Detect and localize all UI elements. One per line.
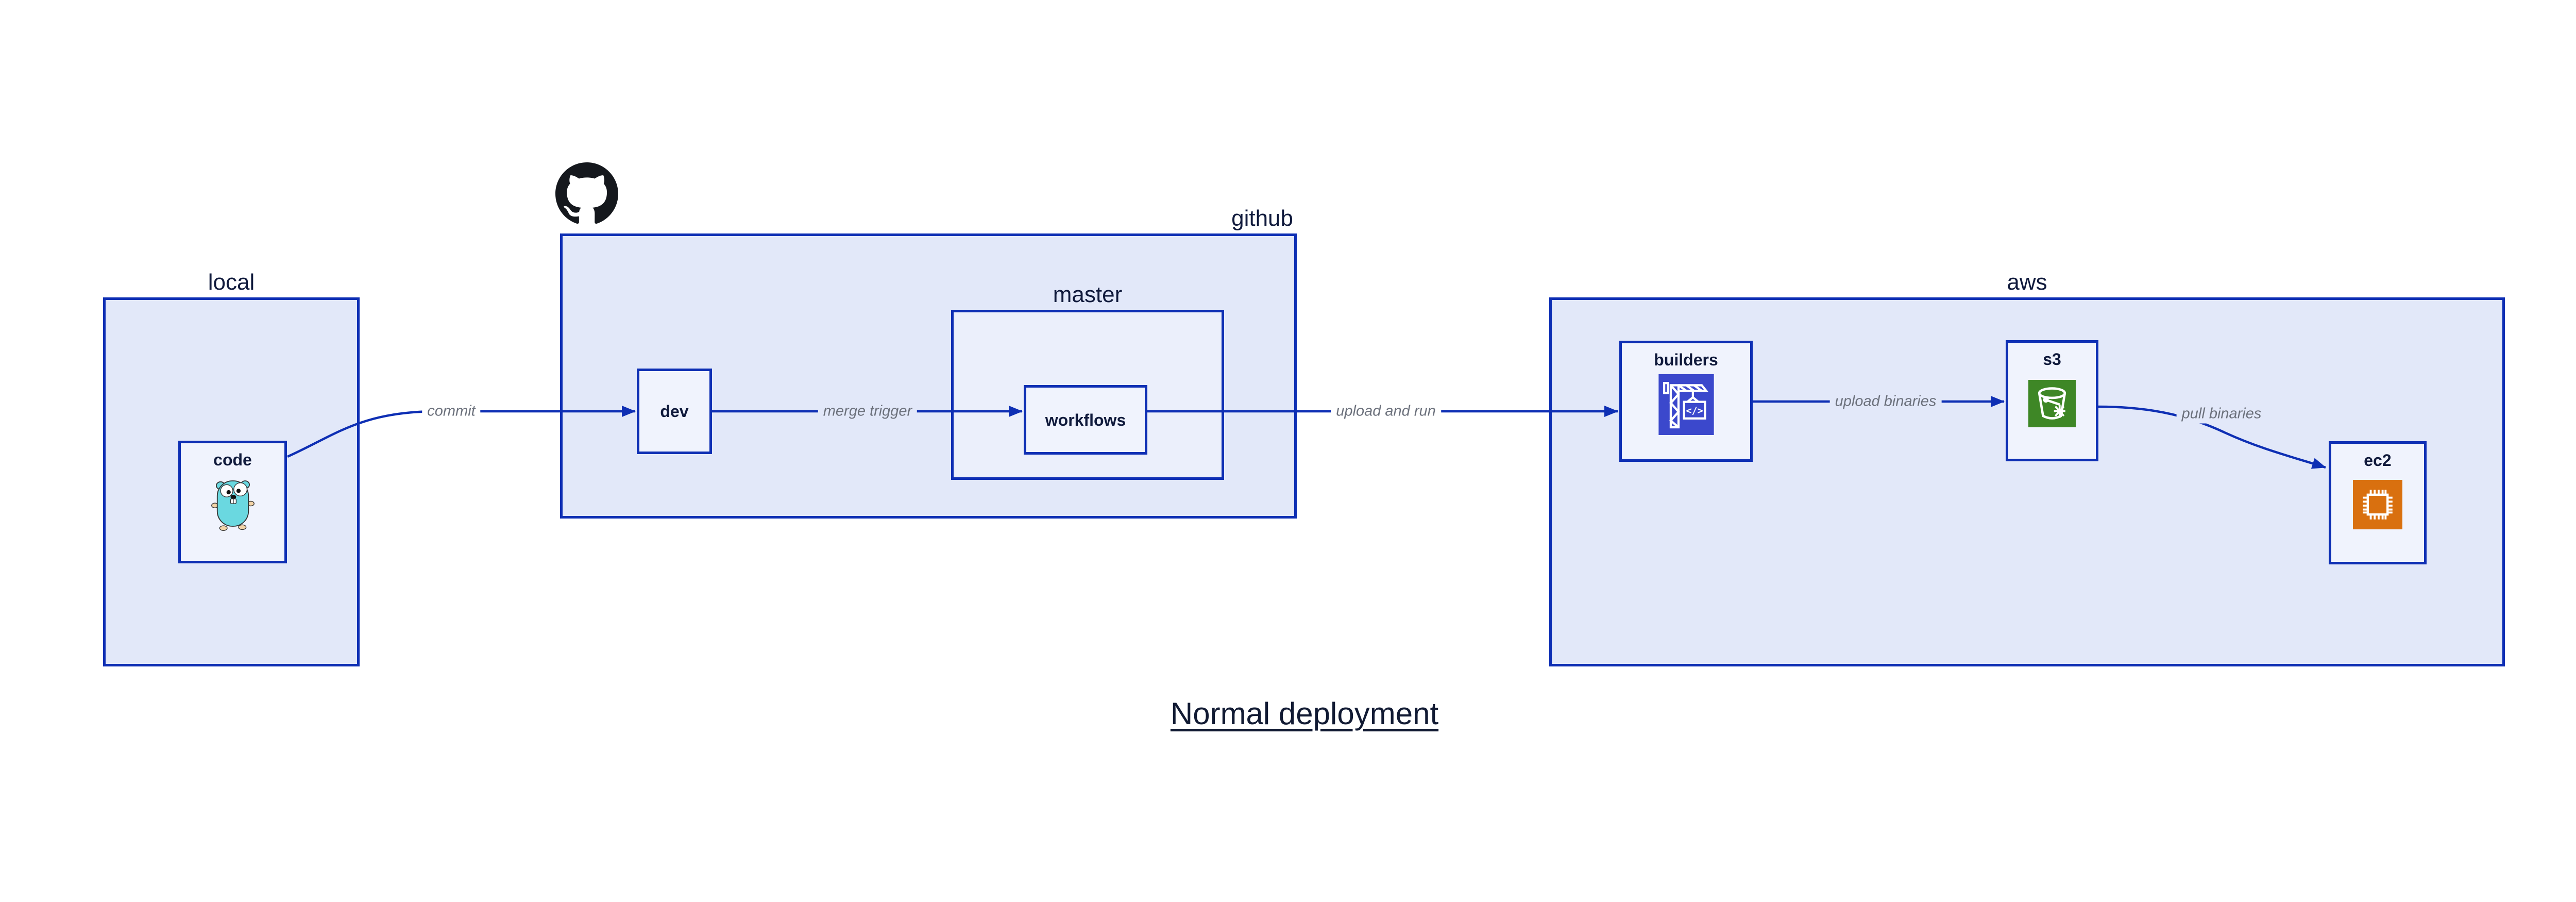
container-master-label: master: [1053, 282, 1123, 307]
node-builders-label: builders: [1654, 350, 1718, 369]
edge-label-merge-trigger: merge trigger: [818, 402, 918, 421]
node-workflows-label: workflows: [1045, 410, 1126, 429]
edge-label-upload-binaries: upload binaries: [1829, 392, 1942, 411]
node-s3: s3: [2006, 340, 2098, 461]
container-aws-label: aws: [2007, 270, 2047, 295]
go-gopher-icon: [211, 480, 255, 531]
aws-ec2-icon: [2353, 480, 2402, 529]
node-ec2-label: ec2: [2364, 451, 2392, 470]
node-code: code: [178, 441, 287, 563]
edge-label-commit: commit: [422, 402, 481, 421]
svg-text:</>: </>: [1686, 406, 1703, 416]
aws-codebuild-icon: </>: [1658, 374, 1714, 435]
aws-s3-glacier-icon: [2028, 380, 2076, 427]
node-workflows: workflows: [1024, 385, 1147, 455]
container-github-label: github: [1231, 206, 1293, 231]
node-dev-label: dev: [660, 402, 689, 421]
node-ec2: ec2: [2329, 441, 2427, 564]
diagram-title: Normal deployment: [1170, 696, 1439, 731]
node-code-label: code: [213, 450, 252, 469]
node-dev: dev: [637, 369, 712, 454]
container-local-label: local: [208, 270, 255, 295]
edge-label-upload-and-run: upload and run: [1331, 402, 1441, 421]
github-octocat-icon: [555, 162, 618, 228]
edge-label-pull-binaries: pull binaries: [2176, 404, 2267, 424]
node-s3-label: s3: [2043, 350, 2061, 369]
node-builders: builders </>: [1619, 341, 1753, 462]
